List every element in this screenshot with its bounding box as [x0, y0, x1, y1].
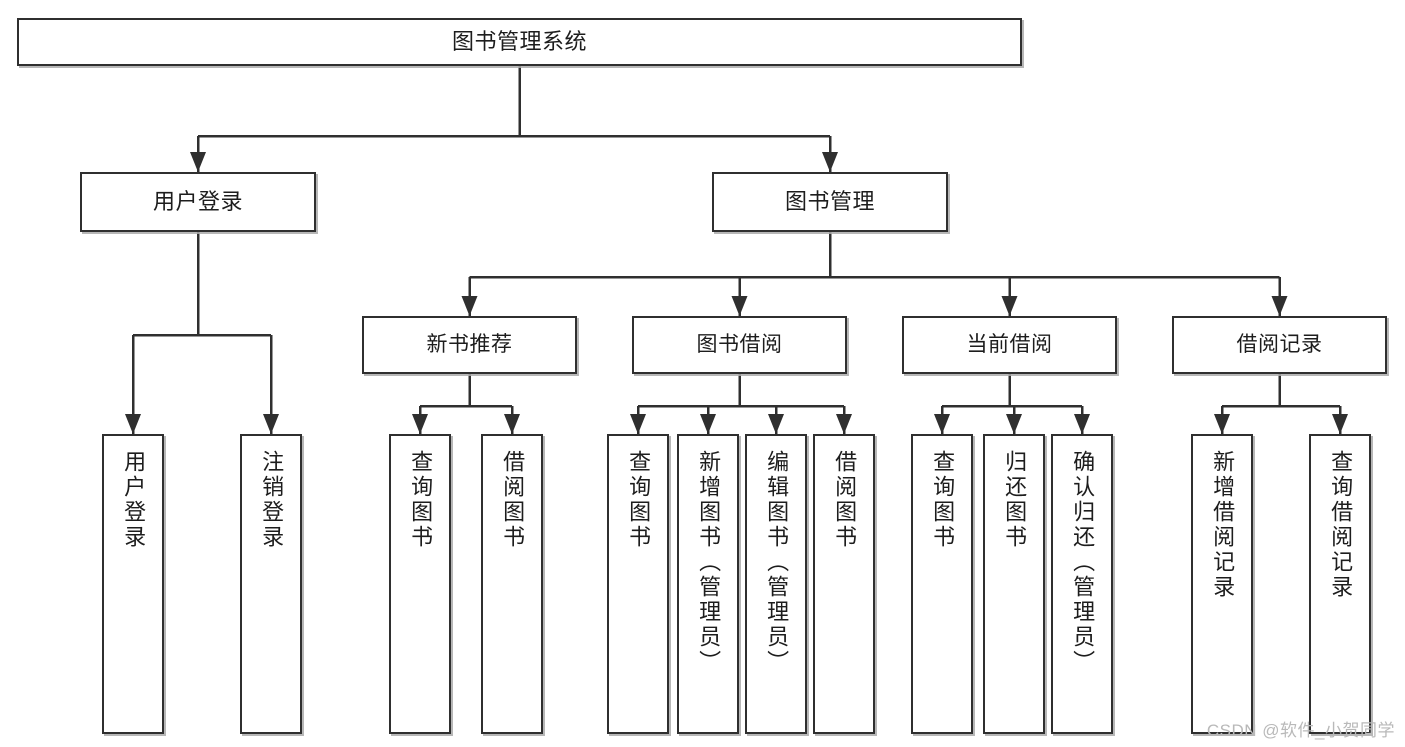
- node-user-login[interactable]: 用户登录: [80, 172, 316, 232]
- node-label-new-book-rec: 新书推荐: [426, 332, 513, 356]
- node-label-leaf-return-book: 归还图书: [1002, 450, 1028, 550]
- node-label-root: 图书管理系统: [451, 29, 587, 55]
- arrow-head-book-manage: [822, 152, 838, 172]
- node-borrow-record[interactable]: 借阅记录: [1172, 316, 1387, 374]
- node-label-leaf-add-record: 新增借阅记录: [1210, 450, 1236, 600]
- node-leaf-borrow-book-1[interactable]: 借阅图书: [481, 434, 543, 734]
- arrow-head-leaf-query-book-2: [630, 414, 646, 434]
- node-label-leaf-add-book: 新增图书（管理员）: [696, 450, 722, 675]
- node-new-book-rec[interactable]: 新书推荐: [362, 316, 577, 374]
- node-label-leaf-borrow-book-1: 借阅图书: [500, 450, 526, 550]
- arrow-head-leaf-user-login: [125, 414, 141, 434]
- arrow-head-book-borrow: [731, 296, 748, 316]
- node-leaf-query-book-1[interactable]: 查询图书: [389, 434, 451, 734]
- arrow-head-user-login: [190, 152, 206, 172]
- node-label-borrow-record: 借阅记录: [1236, 332, 1323, 356]
- node-label-leaf-user-login: 用户登录: [121, 450, 147, 550]
- node-leaf-query-book-3[interactable]: 查询图书: [911, 434, 973, 734]
- arrow-head-leaf-add-book: [700, 414, 716, 434]
- node-label-leaf-query-record: 查询借阅记录: [1328, 450, 1354, 600]
- node-label-leaf-query-book-3: 查询图书: [930, 450, 956, 550]
- arrow-head-borrow-record: [1271, 296, 1288, 316]
- arrow-head-leaf-user-logout: [263, 414, 279, 434]
- arrow-head-leaf-borrow-book-1: [504, 414, 520, 434]
- node-leaf-query-book-2[interactable]: 查询图书: [607, 434, 669, 734]
- node-label-leaf-user-logout: 注销登录: [259, 450, 285, 550]
- arrow-head-leaf-add-record: [1214, 414, 1230, 434]
- arrow-head-leaf-confirm-return: [1074, 414, 1090, 434]
- node-label-leaf-borrow-book-2: 借阅图书: [832, 450, 858, 550]
- node-label-book-borrow: 图书借阅: [696, 332, 783, 356]
- arrow-head-leaf-edit-book: [768, 414, 784, 434]
- node-leaf-return-book[interactable]: 归还图书: [983, 434, 1045, 734]
- node-book-manage[interactable]: 图书管理: [712, 172, 948, 232]
- node-leaf-user-logout[interactable]: 注销登录: [240, 434, 302, 734]
- arrow-head-leaf-query-book-3: [934, 414, 950, 434]
- node-book-borrow[interactable]: 图书借阅: [632, 316, 847, 374]
- node-label-leaf-query-book-2: 查询图书: [626, 450, 652, 550]
- node-leaf-user-login[interactable]: 用户登录: [102, 434, 164, 734]
- node-label-leaf-edit-book: 编辑图书（管理员）: [764, 450, 790, 675]
- node-label-leaf-confirm-return: 确认归还（管理员）: [1070, 450, 1096, 675]
- node-label-book-manage: 图书管理: [784, 189, 875, 215]
- arrow-head-new-book-rec: [461, 296, 478, 316]
- arrow-head-leaf-borrow-book-2: [836, 414, 852, 434]
- node-leaf-add-book[interactable]: 新增图书（管理员）: [677, 434, 739, 734]
- node-label-user-login: 用户登录: [152, 189, 243, 215]
- node-current-borrow[interactable]: 当前借阅: [902, 316, 1117, 374]
- node-leaf-borrow-book-2[interactable]: 借阅图书: [813, 434, 875, 734]
- node-leaf-query-record[interactable]: 查询借阅记录: [1309, 434, 1371, 734]
- arrow-head-leaf-query-record: [1332, 414, 1348, 434]
- node-label-leaf-query-book-1: 查询图书: [408, 450, 434, 550]
- arrow-head-leaf-return-book: [1006, 414, 1022, 434]
- node-leaf-edit-book[interactable]: 编辑图书（管理员）: [745, 434, 807, 734]
- node-label-current-borrow: 当前借阅: [966, 332, 1053, 356]
- arrow-head-current-borrow: [1001, 296, 1018, 316]
- arrow-head-leaf-query-book-1: [412, 414, 428, 434]
- node-leaf-confirm-return[interactable]: 确认归还（管理员）: [1051, 434, 1113, 734]
- node-leaf-add-record[interactable]: 新增借阅记录: [1191, 434, 1253, 734]
- node-root[interactable]: 图书管理系统: [17, 18, 1022, 66]
